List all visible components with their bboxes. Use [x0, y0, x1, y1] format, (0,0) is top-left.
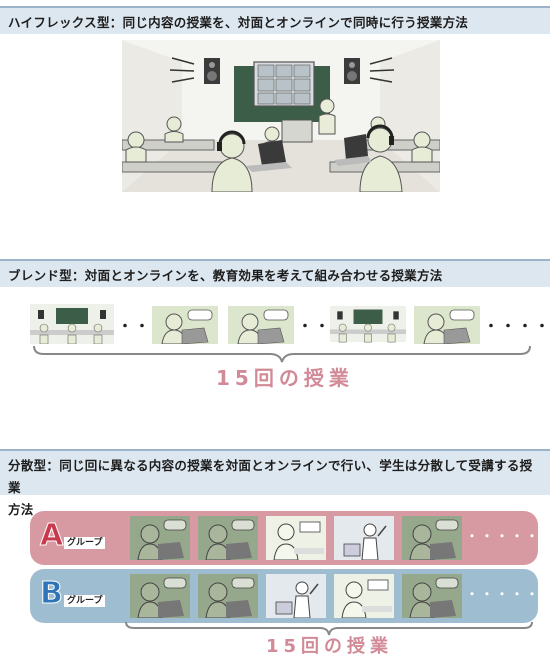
- distributed-heading-line2: 方法: [8, 502, 34, 517]
- group-letter: A: [39, 518, 64, 554]
- speech-bubble-icon: [435, 577, 459, 589]
- hyflex-classroom-illustration: [122, 40, 440, 192]
- speech-bubble-icon: [435, 519, 459, 531]
- online-cell: [402, 574, 462, 618]
- laptop-icon: [334, 134, 372, 166]
- group-b-row: B グループ ・・・・・: [30, 569, 538, 623]
- headset-icon: [359, 124, 403, 192]
- online-thumbnail: [414, 306, 480, 344]
- group-suffix: グループ: [64, 537, 106, 549]
- total-lessons-label: 15回の授業: [266, 636, 394, 655]
- classroom-thumbnail: [330, 305, 406, 343]
- speech-bubble-icon: [263, 309, 289, 321]
- online-cell: [198, 574, 258, 618]
- speech-bubble-icon: [163, 519, 187, 531]
- curly-brace: [125, 622, 533, 636]
- speech-bubble-icon: [231, 519, 255, 531]
- classroom-teacher-cell: [334, 516, 394, 560]
- headset-icon: [211, 130, 253, 192]
- total-lessons-label: 15回の授業: [216, 366, 354, 390]
- classroom-student-cell: [266, 516, 326, 560]
- ellipsis: ・・・・: [484, 319, 550, 335]
- group-trailing-dots: ・・・・・: [466, 587, 542, 601]
- group-b-label: B グループ: [40, 576, 140, 613]
- group-a-label: A グループ: [39, 518, 140, 555]
- group-suffix: グループ: [64, 595, 106, 607]
- curly-brace: [33, 345, 531, 363]
- speaker-icon: [204, 58, 220, 84]
- speaker-icon: [344, 58, 360, 84]
- online-cell: [402, 516, 462, 560]
- group-trailing-dots: ・・・・・: [466, 529, 542, 543]
- online-cell: [198, 516, 258, 560]
- speech-bubble-icon: [231, 577, 255, 589]
- online-thumbnail: [228, 306, 294, 344]
- blend-heading: ブレンド型：対面とオンラインを、教育効果を考えて組み合わせる授業方法: [0, 259, 550, 287]
- online-thumbnail: [152, 306, 218, 344]
- group-letter: B: [40, 576, 64, 612]
- online-cell: [130, 516, 190, 560]
- distributed-heading-line1: 分散型：同じ回に異なる内容の授業を対面とオンラインで行い、学生は分散して受講する…: [8, 458, 533, 495]
- speech-bubble-icon: [187, 309, 213, 321]
- group-a-row: A グループ ・・・・・: [30, 511, 538, 565]
- speech-bubble-icon: [449, 309, 475, 321]
- speech-bubble-icon: [163, 577, 187, 589]
- laptop-icon: [246, 140, 292, 172]
- hyflex-heading: ハイフレックス型：同じ内容の授業を、対面とオンラインで同時に行う授業方法: [0, 6, 550, 34]
- online-cell: [130, 574, 190, 618]
- classroom-thumbnail: [30, 304, 114, 344]
- distributed-heading: 分散型：同じ回に異なる内容の授業を対面とオンラインで行い、学生は分散して受講する…: [0, 449, 550, 517]
- classroom-teacher-cell: [266, 574, 326, 618]
- classroom-student-cell: [334, 574, 394, 618]
